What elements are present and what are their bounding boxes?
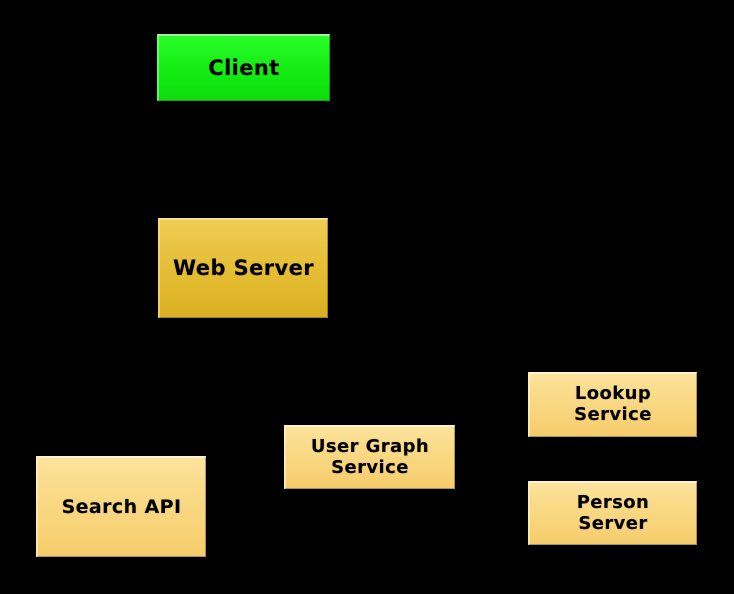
node-label-person-server: Person Server: [576, 491, 650, 534]
node-label-client: Client: [208, 55, 280, 80]
diagram-node-web-server[interactable]: Web Server: [158, 218, 328, 318]
diagram-node-client[interactable]: Client: [157, 34, 330, 101]
node-label-lookup-service: Lookup Service: [574, 383, 652, 425]
diagram-node-user-graph-service[interactable]: User Graph Service: [284, 425, 455, 489]
diagram-node-person-server[interactable]: Person Server: [528, 481, 697, 545]
node-label-user-graph-service: User Graph Service: [310, 435, 430, 478]
node-label-web-server: Web Server: [172, 256, 314, 281]
node-label-search-api: Search API: [61, 495, 182, 518]
diagram-node-search-api[interactable]: Search API: [36, 456, 206, 557]
diagram-node-lookup-service[interactable]: Lookup Service: [528, 372, 697, 437]
